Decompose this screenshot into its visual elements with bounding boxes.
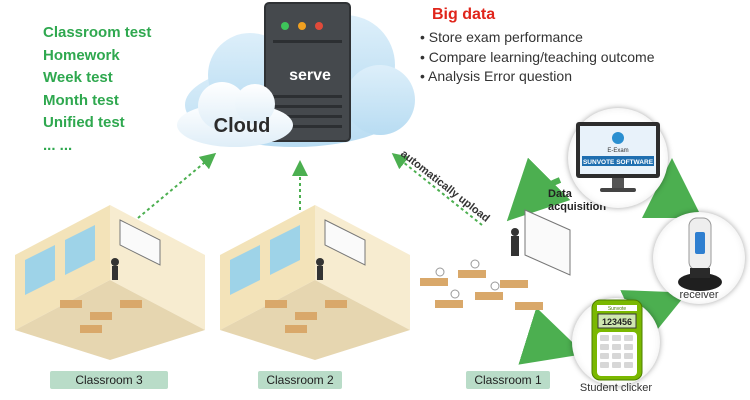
clicker-label: Student clicker [579,382,653,394]
monitor-brand: E-Exam [607,148,628,154]
big-data-item: Compare learning/teaching outcome [420,48,655,68]
clicker-brand: Sunvote [608,306,627,312]
data-acquisition-arrow [506,157,571,222]
test-type-item: Week test [43,69,113,87]
monitor-icon: E-Exam SUNVOTE SOFTWARE [576,122,660,192]
monitor-banner: SUNVOTE SOFTWARE [583,159,654,166]
clicker-icon: Sunvote 123456 [591,299,643,381]
classroom-2-illustration [220,205,410,360]
data-acquisition-label: Data acquisition [548,188,607,213]
big-data-item: Analysis Error question [420,67,655,87]
upload-arrow-classroom3 [137,152,217,219]
classroom-2-label: Classroom 2 [258,371,342,389]
cloud-small-icon [177,82,293,147]
cloud-server-illustration: serve Cloud [177,2,415,147]
classroom-1-label: Classroom 1 [466,371,550,389]
test-type-item: ... ... [43,136,73,154]
classroom-3-label: Classroom 3 [50,371,168,389]
classroom-3-illustration [15,205,205,360]
test-type-item: Unified test [43,114,125,132]
big-data-item: Store exam performance [420,28,655,48]
big-data-list: Store exam performance Compare learning/… [420,28,655,87]
test-type-item: Homework [43,46,120,64]
clicker-screen: 123456 [602,317,632,327]
test-type-item: Month test [43,91,119,109]
cloud-label: Cloud [214,115,271,137]
test-type-list: Classroom test Homework Week test Month … [43,22,151,158]
big-data-title: Big data [432,6,496,23]
receiver-label: receiver [679,289,719,301]
server-rack-icon [264,2,351,142]
server-label: serve [289,67,331,84]
test-type-item: Classroom test [43,24,152,41]
classroom-to-clicker-arrow [518,307,585,365]
classroom-1-illustration [420,209,571,310]
receiver-icon [678,217,722,291]
